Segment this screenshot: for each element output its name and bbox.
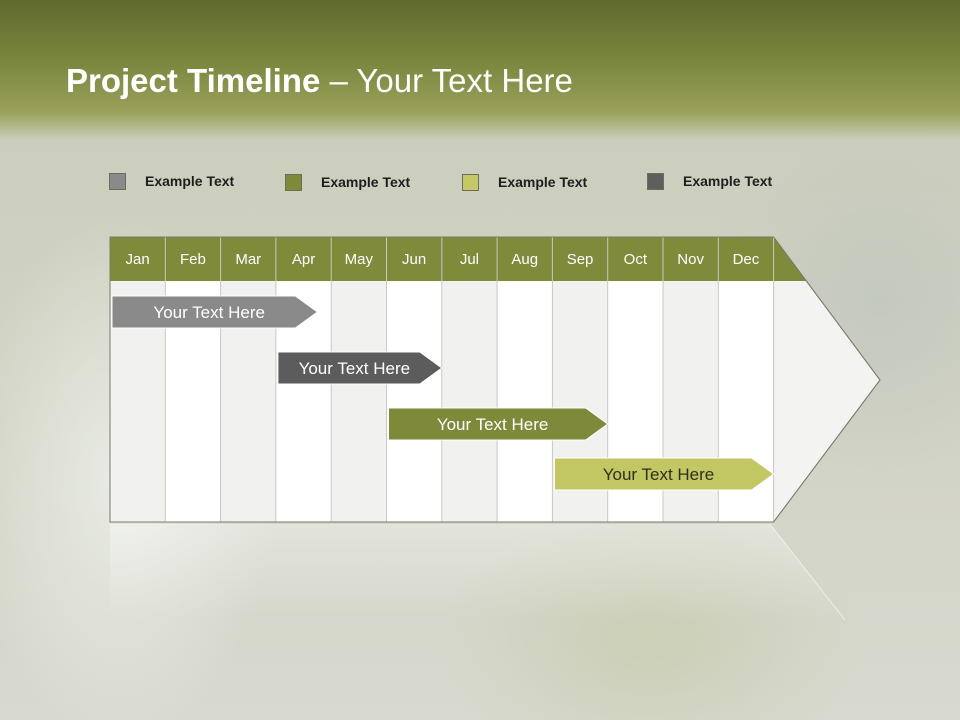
reflection-edge	[769, 523, 846, 621]
legend-label-2: Example Text	[321, 174, 411, 190]
month-label: Dec	[733, 251, 760, 268]
timeline-outline	[109, 236, 881, 523]
legend-swatch-4	[647, 172, 664, 190]
month-label: Feb	[180, 251, 206, 268]
page-title: Project Timeline – Your Text Here	[66, 60, 573, 102]
task-label: Your Text Here	[437, 415, 549, 434]
title-banner	[0, 0, 960, 140]
task-label: Your Text Here	[603, 465, 715, 484]
task-label: Your Text Here	[299, 359, 411, 378]
task-bar-4[interactable]: Your Text Here	[553, 457, 775, 491]
legend-label-1: Example Text	[145, 173, 235, 189]
month-label: Aug	[511, 251, 538, 268]
task-bar-2[interactable]: Your Text Here	[277, 351, 443, 385]
month-label: Jul	[460, 251, 479, 268]
task-arrow-shape	[111, 295, 319, 329]
page-title-bold: Project Timeline	[66, 62, 321, 99]
task-arrow-shape	[277, 351, 443, 385]
legend-swatch-2	[285, 173, 302, 191]
task-arrow-shape	[553, 457, 775, 491]
timeline-reflection	[110, 524, 845, 620]
month-column	[441, 281, 498, 522]
legend-item-3: Example Text	[462, 172, 587, 192]
page-title-rest: – Your Text Here	[320, 62, 573, 99]
month-label: Nov	[677, 251, 704, 268]
legend-swatch-3	[462, 173, 479, 191]
month-label: Oct	[624, 251, 648, 268]
task-arrow-shape	[388, 407, 609, 441]
month-column	[497, 281, 553, 522]
month-label: Jan	[126, 251, 150, 268]
legend-label-4: Example Text	[683, 173, 773, 189]
month-column	[331, 281, 387, 522]
month-label: Apr	[292, 251, 315, 268]
task-bar-1[interactable]: Your Text Here	[111, 295, 319, 329]
legend-swatch-1	[109, 172, 126, 190]
legend-item-2: Example Text	[285, 172, 410, 192]
task-label: Your Text Here	[153, 303, 265, 322]
month-label: Mar	[235, 251, 261, 268]
legend-item-1: Example Text	[109, 171, 234, 191]
month-column	[386, 281, 442, 522]
legend-label-3: Example Text	[498, 174, 588, 190]
month-label: May	[345, 251, 374, 268]
month-label: Jun	[402, 251, 426, 268]
legend-item-4: Example Text	[647, 171, 772, 191]
month-label: Sep	[567, 251, 594, 268]
task-bar-3[interactable]: Your Text Here	[388, 407, 609, 441]
